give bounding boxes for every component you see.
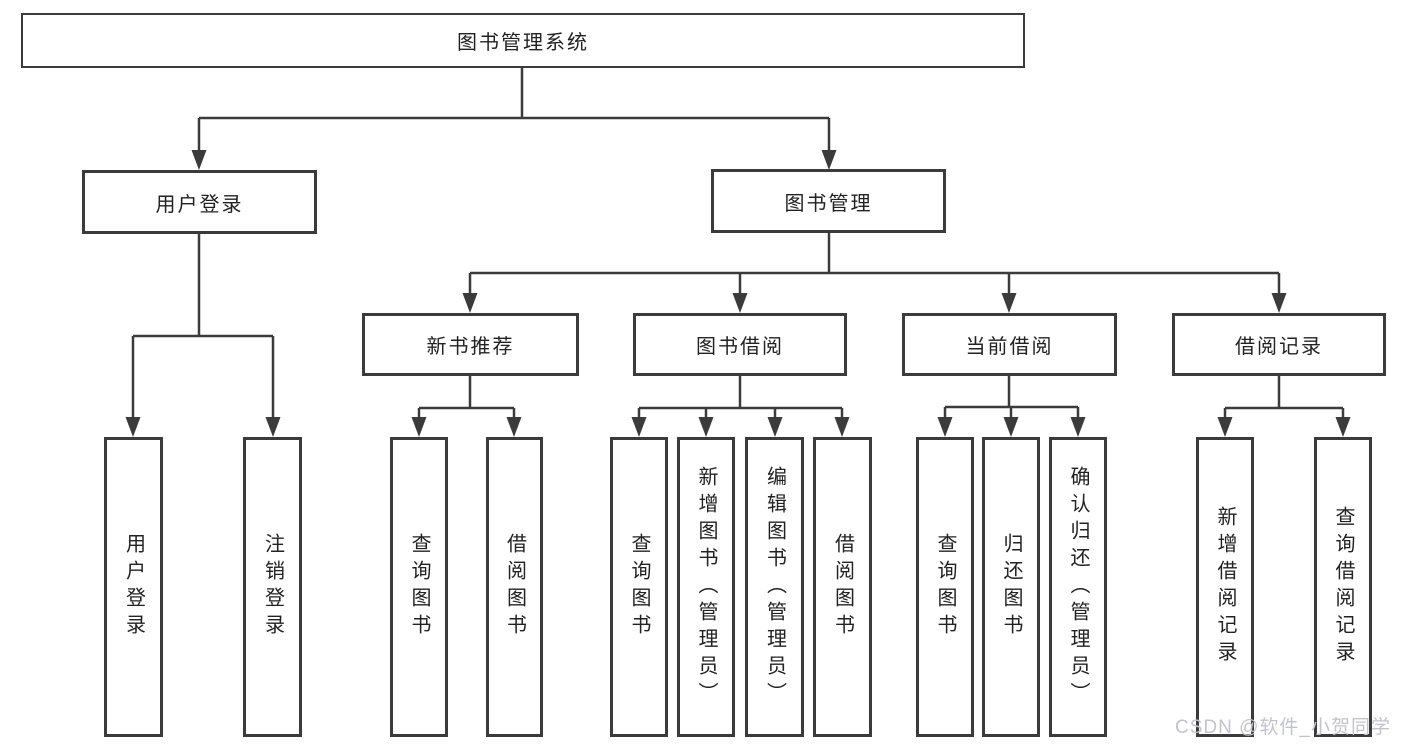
connector-borrow-to-leaves bbox=[637, 376, 844, 420]
node-user-login-module: 用户登录 bbox=[82, 170, 317, 234]
node-current-borrowing-label: 当前借阅 bbox=[965, 336, 1054, 358]
leaf-confirm-return-admin-label: 确认归还（管理员） bbox=[1067, 465, 1089, 709]
leaf-user-login: 用户登录 bbox=[104, 437, 163, 737]
connector-newbook-to-leaves bbox=[417, 376, 516, 420]
leaf-add-books-admin: 新增图书（管理员） bbox=[677, 437, 735, 737]
leaf-query-books-3-label: 查询图书 bbox=[934, 533, 956, 641]
leaf-return-books: 归还图书 bbox=[982, 437, 1040, 737]
arrowheads bbox=[125, 150, 1351, 437]
leaf-add-borrow-record-label: 新增借阅记录 bbox=[1214, 506, 1236, 668]
connector-userlogin-to-leaves bbox=[131, 234, 275, 420]
csdn-watermark: CSDN @软件_小贺同学 bbox=[1175, 717, 1391, 738]
leaf-query-borrow-record: 查询借阅记录 bbox=[1314, 437, 1372, 737]
node-book-borrowing-label: 图书借阅 bbox=[696, 336, 784, 358]
connector-root-to-level2 bbox=[197, 68, 831, 152]
node-current-borrowing: 当前借阅 bbox=[902, 313, 1117, 376]
leaf-edit-books-admin: 编辑图书（管理员） bbox=[745, 437, 804, 737]
node-new-book-recommend: 新书推荐 bbox=[362, 313, 579, 376]
leaf-borrow-books-1-label: 借阅图书 bbox=[503, 533, 526, 641]
node-new-book-recommend-label: 新书推荐 bbox=[426, 336, 515, 358]
leaf-borrow-books-2: 借阅图书 bbox=[813, 437, 872, 737]
connector-records-to-leaves bbox=[1223, 376, 1345, 420]
connector-bookmgmt-to-level3 bbox=[468, 233, 1281, 295]
leaf-confirm-return-admin: 确认归还（管理员） bbox=[1049, 437, 1107, 737]
leaf-borrow-books-1: 借阅图书 bbox=[486, 437, 543, 737]
node-user-login-module-label: 用户登录 bbox=[155, 193, 244, 216]
node-book-borrowing: 图书借阅 bbox=[633, 313, 847, 376]
connector-current-to-leaves bbox=[943, 376, 1080, 420]
node-book-management: 图书管理 bbox=[711, 169, 946, 233]
node-library-system-label: 图书管理系统 bbox=[457, 32, 589, 54]
leaf-add-borrow-record: 新增借阅记录 bbox=[1196, 437, 1254, 737]
leaf-query-books-1-label: 查询图书 bbox=[408, 533, 430, 641]
leaf-logout-label: 注销登录 bbox=[261, 533, 284, 641]
leaf-user-login-label: 用户登录 bbox=[122, 533, 145, 641]
node-library-system: 图书管理系统 bbox=[21, 13, 1025, 68]
leaf-edit-books-admin-label: 编辑图书（管理员） bbox=[763, 465, 786, 709]
leaf-borrow-books-2-label: 借阅图书 bbox=[831, 533, 854, 641]
leaf-add-books-admin-label: 新增图书（管理员） bbox=[695, 465, 717, 709]
leaf-return-books-label: 归还图书 bbox=[1000, 533, 1022, 641]
node-borrow-records: 借阅记录 bbox=[1172, 313, 1386, 376]
leaf-query-books-1: 查询图书 bbox=[390, 437, 448, 737]
node-borrow-records-label: 借阅记录 bbox=[1235, 336, 1323, 358]
leaf-query-borrow-record-label: 查询借阅记录 bbox=[1332, 506, 1354, 668]
leaf-query-books-2-label: 查询图书 bbox=[628, 533, 650, 641]
node-book-management-label: 图书管理 bbox=[784, 192, 873, 215]
leaf-logout: 注销登录 bbox=[243, 437, 302, 737]
leaf-query-books-3: 查询图书 bbox=[916, 437, 974, 737]
leaf-query-books-2: 查询图书 bbox=[610, 437, 668, 737]
